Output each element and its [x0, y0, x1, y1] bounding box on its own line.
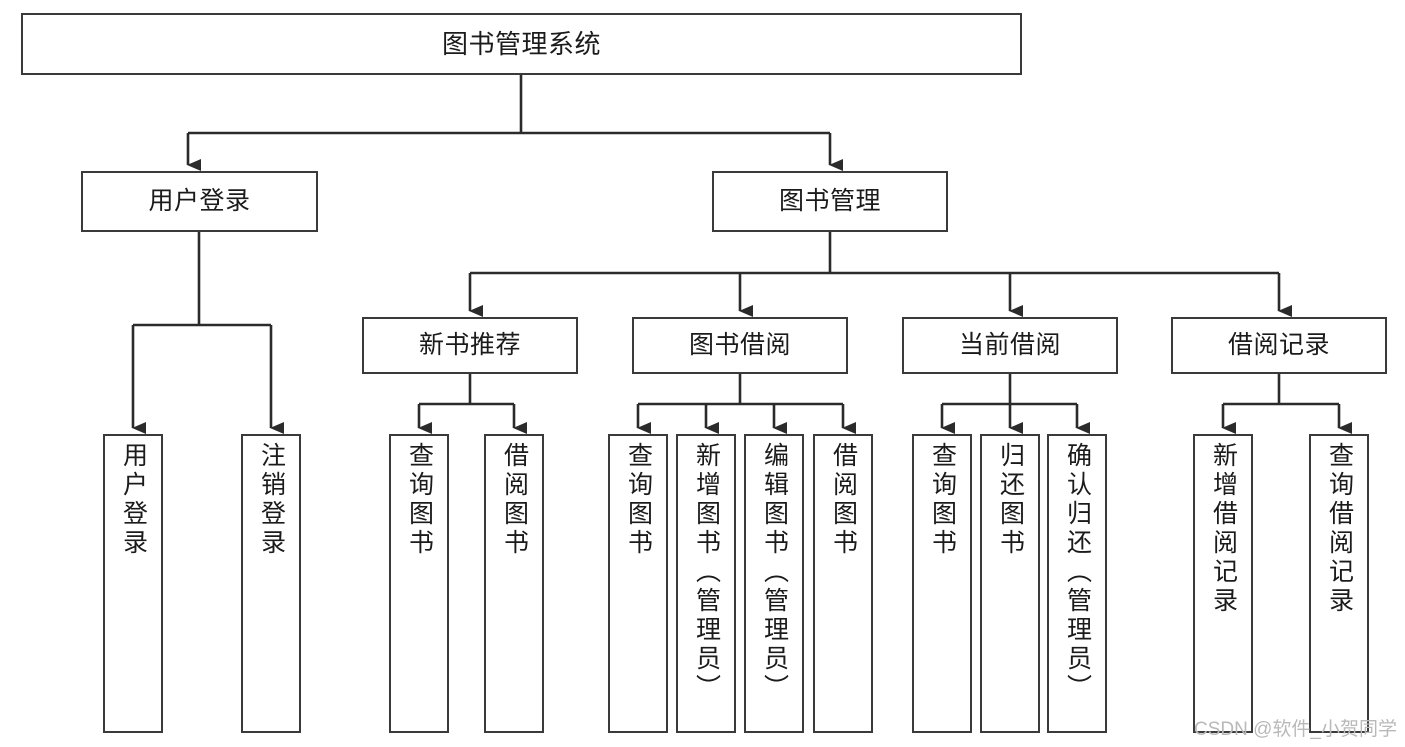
node-label: 查询借阅记录 — [1325, 442, 1354, 616]
leaf-user-login[interactable]: 用户登录 — [103, 434, 163, 733]
node-label: 用户登录 — [119, 442, 148, 558]
node-label: 归还图书 — [996, 442, 1025, 558]
node-new-book-recommend[interactable]: 新书推荐 — [362, 317, 578, 374]
leaf-borrow-book[interactable]: 借阅图书 — [813, 434, 873, 733]
node-label: 借阅记录 — [1227, 330, 1330, 359]
leaf-confirm-return-admin[interactable]: 确认归还（管理员） — [1047, 434, 1107, 733]
node-book-borrow[interactable]: 图书借阅 — [632, 317, 848, 374]
node-current-borrow[interactable]: 当前借阅 — [902, 317, 1118, 374]
node-label: 查询图书 — [405, 442, 434, 558]
node-label: 借阅图书 — [829, 442, 858, 558]
node-label: 编辑图书（管理员） — [760, 442, 789, 703]
node-label: 新增图书（管理员） — [692, 442, 721, 703]
node-label: 图书管理系统 — [441, 28, 601, 59]
leaf-logout[interactable]: 注销登录 — [241, 434, 301, 733]
node-label: 新书推荐 — [418, 330, 521, 359]
leaf-borrow-book-recommend[interactable]: 借阅图书 — [484, 434, 544, 733]
node-label: 图书借阅 — [688, 330, 791, 359]
node-label: 借阅图书 — [500, 442, 529, 558]
leaf-query-book-recommend[interactable]: 查询图书 — [389, 434, 449, 733]
node-book-management[interactable]: 图书管理 — [712, 171, 948, 232]
leaf-query-borrow-record[interactable]: 查询借阅记录 — [1309, 434, 1369, 733]
node-label: 当前借阅 — [958, 330, 1061, 359]
node-label: 注销登录 — [257, 442, 286, 558]
node-label: 用户登录 — [148, 186, 251, 215]
leaf-add-borrow-record[interactable]: 新增借阅记录 — [1193, 434, 1253, 733]
leaf-query-book-current[interactable]: 查询图书 — [912, 434, 972, 733]
node-borrow-record[interactable]: 借阅记录 — [1171, 317, 1387, 374]
node-root-system[interactable]: 图书管理系统 — [21, 13, 1022, 75]
leaf-add-book-admin[interactable]: 新增图书（管理员） — [676, 434, 736, 733]
node-label: 图书管理 — [778, 186, 881, 215]
leaf-edit-book-admin[interactable]: 编辑图书（管理员） — [744, 434, 804, 733]
node-label: 查询图书 — [624, 442, 653, 558]
node-user-login[interactable]: 用户登录 — [81, 171, 318, 232]
node-label: 确认归还（管理员） — [1063, 442, 1092, 703]
node-label: 新增借阅记录 — [1209, 442, 1238, 616]
leaf-query-book-borrow[interactable]: 查询图书 — [608, 434, 668, 733]
leaf-return-book[interactable]: 归还图书 — [980, 434, 1040, 733]
node-label: 查询图书 — [928, 442, 957, 558]
csdn-watermark: CSDN @软件_小贺同学 — [1194, 719, 1397, 740]
